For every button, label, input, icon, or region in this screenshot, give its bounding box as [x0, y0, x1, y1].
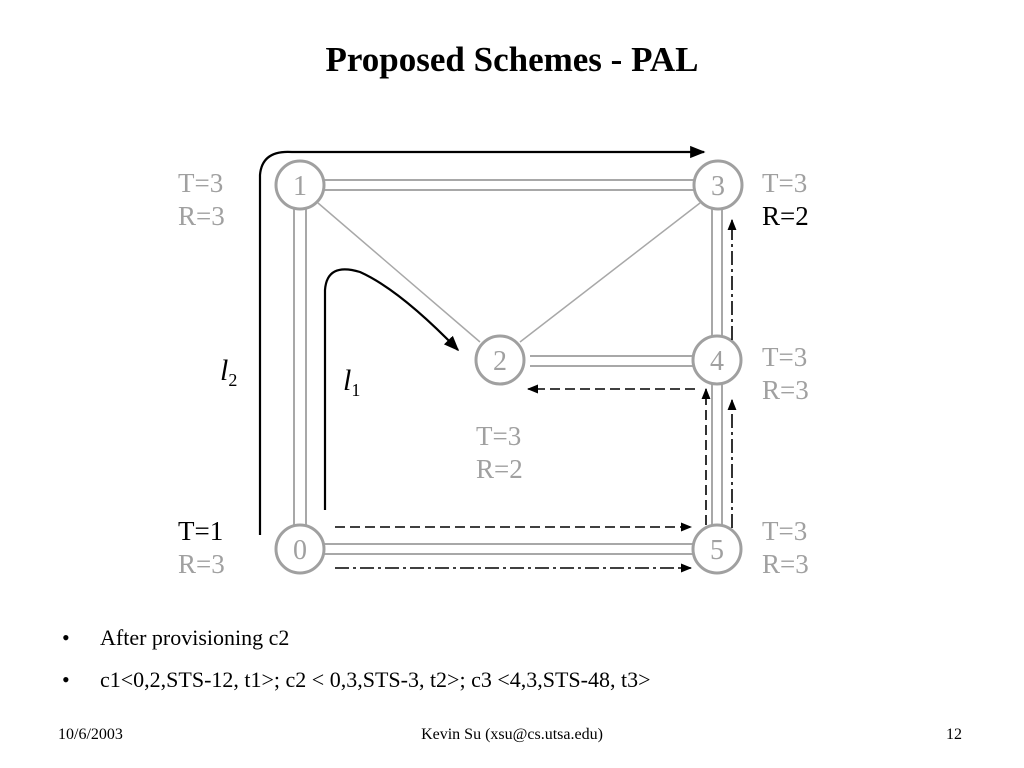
node-0-transmit: T=1: [178, 516, 223, 546]
dashed-connections: [335, 218, 737, 573]
node-0: 0: [274, 523, 326, 575]
node-3: 3: [692, 159, 744, 211]
node-3-receive: R=2: [762, 201, 809, 231]
node-4: 4: [691, 334, 743, 386]
path-label-l1-subscript: 1: [351, 380, 360, 400]
slide-title: Proposed Schemes - PAL: [325, 40, 699, 79]
footer-page-number: 12: [946, 726, 962, 743]
lightpath-l2: [258, 145, 706, 535]
node-5-label: 5: [710, 535, 724, 566]
bullet-list: • After provisioning c2 • c1<0,2,STS-12,…: [62, 622, 651, 706]
path-label-l2-letter: l: [220, 354, 228, 387]
path-labels: l2 l1: [220, 354, 360, 400]
node-2-receive: R=2: [476, 454, 523, 484]
path-label-l1-letter: l: [343, 364, 351, 397]
path-label-l1: l1: [343, 364, 360, 400]
single-links: [317, 202, 701, 343]
lightpaths: [258, 145, 706, 535]
node-1-transmit: T=3: [178, 168, 223, 198]
node-1-label: 1: [293, 171, 307, 202]
node-stats: T=3 R=3 T=3 R=2 T=3 R=3 T=3 R=2 T=1 R=3 …: [178, 168, 809, 579]
node-1-receive: R=3: [178, 201, 225, 231]
bullet-item: • c1<0,2,STS-12, t1>; c2 < 0,3,STS-3, t2…: [62, 664, 651, 706]
bullet-text: c1<0,2,STS-12, t1>; c2 < 0,3,STS-3, t2>;…: [100, 667, 651, 692]
node-4-receive: R=3: [762, 375, 809, 405]
node-2-label: 2: [493, 346, 507, 377]
node-4-transmit: T=3: [762, 342, 807, 372]
node-0-receive: R=3: [178, 549, 225, 579]
node-2: 2: [474, 334, 526, 386]
node-1: 1: [274, 159, 326, 211]
bullet-text: After provisioning c2: [100, 625, 290, 650]
nodes: 1 3 2 4 0 5: [274, 159, 744, 575]
node-5-transmit: T=3: [762, 516, 807, 546]
bullet-symbol: •: [62, 667, 70, 692]
footer-date: 10/6/2003: [58, 726, 123, 743]
path-label-l2-subscript: 2: [228, 370, 237, 390]
node-3-label: 3: [711, 171, 725, 202]
bullet-item: • After provisioning c2: [62, 622, 651, 664]
node-0-label: 0: [293, 535, 307, 566]
footer-author: Kevin Su (xsu@cs.utsa.edu): [421, 726, 603, 743]
node-2-transmit: T=3: [476, 421, 521, 451]
double-links: [293, 179, 723, 555]
node-4-label: 4: [710, 346, 724, 377]
path-label-l2: l2: [220, 354, 237, 390]
node-3-transmit: T=3: [762, 168, 807, 198]
link-2-3: [519, 202, 701, 343]
bullet-symbol: •: [62, 625, 70, 650]
lightpath-l1: [323, 268, 460, 510]
node-5: 5: [691, 523, 743, 575]
node-5-receive: R=3: [762, 549, 809, 579]
link-1-2: [317, 202, 481, 343]
